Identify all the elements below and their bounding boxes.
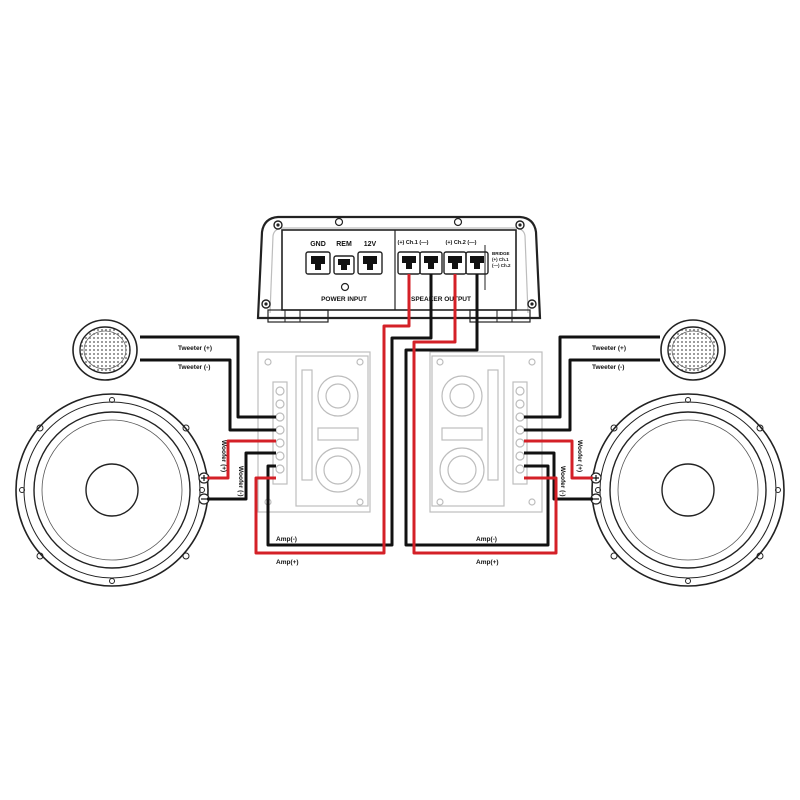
- right-woofer: [590, 393, 785, 587]
- speaker-output-label: SPEAKER OUTPUT: [411, 296, 471, 303]
- fuse-led-icon: [340, 282, 350, 292]
- bridge-label: BRIDGE: [492, 251, 510, 256]
- left-tweeter-neg-label: Tweeter (-): [178, 364, 210, 371]
- right-tweeter-neg-label: Tweeter (-): [592, 364, 624, 371]
- ch1-header: (+) Ch.1 (—): [397, 240, 428, 246]
- right-woofer-terminal-icon[interactable]: [590, 472, 602, 505]
- ch2-header: (+) Ch.2 (—): [445, 240, 476, 246]
- bridge-ch2-label: (—) Ch.2: [492, 263, 511, 268]
- left-tweeter: [72, 319, 138, 381]
- left-tweeter-neg-wire: [140, 358, 276, 432]
- left-woofer: [15, 393, 210, 587]
- amp-screw-icon: [453, 217, 463, 227]
- left-woofer-pos-wire: [207, 439, 276, 480]
- ch1-positive-terminal-icon[interactable]: [397, 251, 421, 275]
- left-woofer-pos-label: Woofer (+): [220, 440, 227, 472]
- ch1-negative-terminal-icon[interactable]: [419, 251, 443, 275]
- left-amp-pos-label: Amp(+): [276, 559, 299, 566]
- rem-terminal-icon[interactable]: [333, 255, 355, 275]
- right-tweeter-neg-wire: [524, 358, 660, 432]
- right-amp-neg-label: Amp(-): [476, 536, 497, 543]
- wiring: [140, 274, 660, 555]
- right-woofer-pos-wire: [524, 439, 593, 480]
- amp-screw-icon: [273, 220, 283, 230]
- right-tweeter: [660, 319, 726, 381]
- right-amp-neg-wire: [404, 274, 550, 547]
- right-tweeter-pos-wire: [524, 335, 660, 419]
- right-woofer-pos-label: Woofer (+): [576, 440, 583, 472]
- 12v-terminal-icon[interactable]: [357, 251, 383, 275]
- left-tweeter-pos-label: Tweeter (+): [178, 345, 212, 352]
- left-amp-neg-wire: [266, 274, 433, 547]
- left-amp-neg-label: Amp(-): [276, 536, 297, 543]
- amp-screw-icon: [527, 299, 537, 309]
- 12v-label: 12V: [364, 241, 377, 248]
- right-tweeter-pos-label: Tweeter (+): [592, 345, 626, 352]
- power-input-label: POWER INPUT: [321, 296, 367, 303]
- right-woofer-neg-label: Woofer (-): [559, 466, 566, 497]
- amplifier: GND REM 12V POWER INPUT (+) Ch.1 (—) (+)…: [256, 215, 542, 323]
- left-crossover: [257, 351, 371, 513]
- gnd-label: GND: [310, 241, 326, 248]
- right-amp-pos-wire: [412, 274, 558, 555]
- gnd-terminal-icon[interactable]: [305, 251, 331, 275]
- right-woofer-neg-wire: [524, 451, 593, 501]
- amp-screw-icon: [515, 220, 525, 230]
- amp-screw-icon: [261, 299, 271, 309]
- left-woofer-neg-label: Woofer (-): [237, 466, 244, 497]
- ch2-positive-terminal-icon[interactable]: [443, 251, 467, 275]
- left-amp-pos-wire: [254, 274, 411, 555]
- left-tweeter-pos-wire: [140, 335, 276, 419]
- right-terminal-block: [515, 386, 525, 474]
- left-terminal-block: [275, 386, 285, 474]
- right-amp-pos-label: Amp(+): [476, 559, 499, 566]
- bridge-ch1-label: (+) Ch.1: [492, 257, 509, 262]
- right-crossover: [429, 351, 543, 513]
- left-woofer-neg-wire: [207, 451, 276, 501]
- amp-screw-icon: [334, 217, 344, 227]
- rem-label: REM: [336, 241, 352, 248]
